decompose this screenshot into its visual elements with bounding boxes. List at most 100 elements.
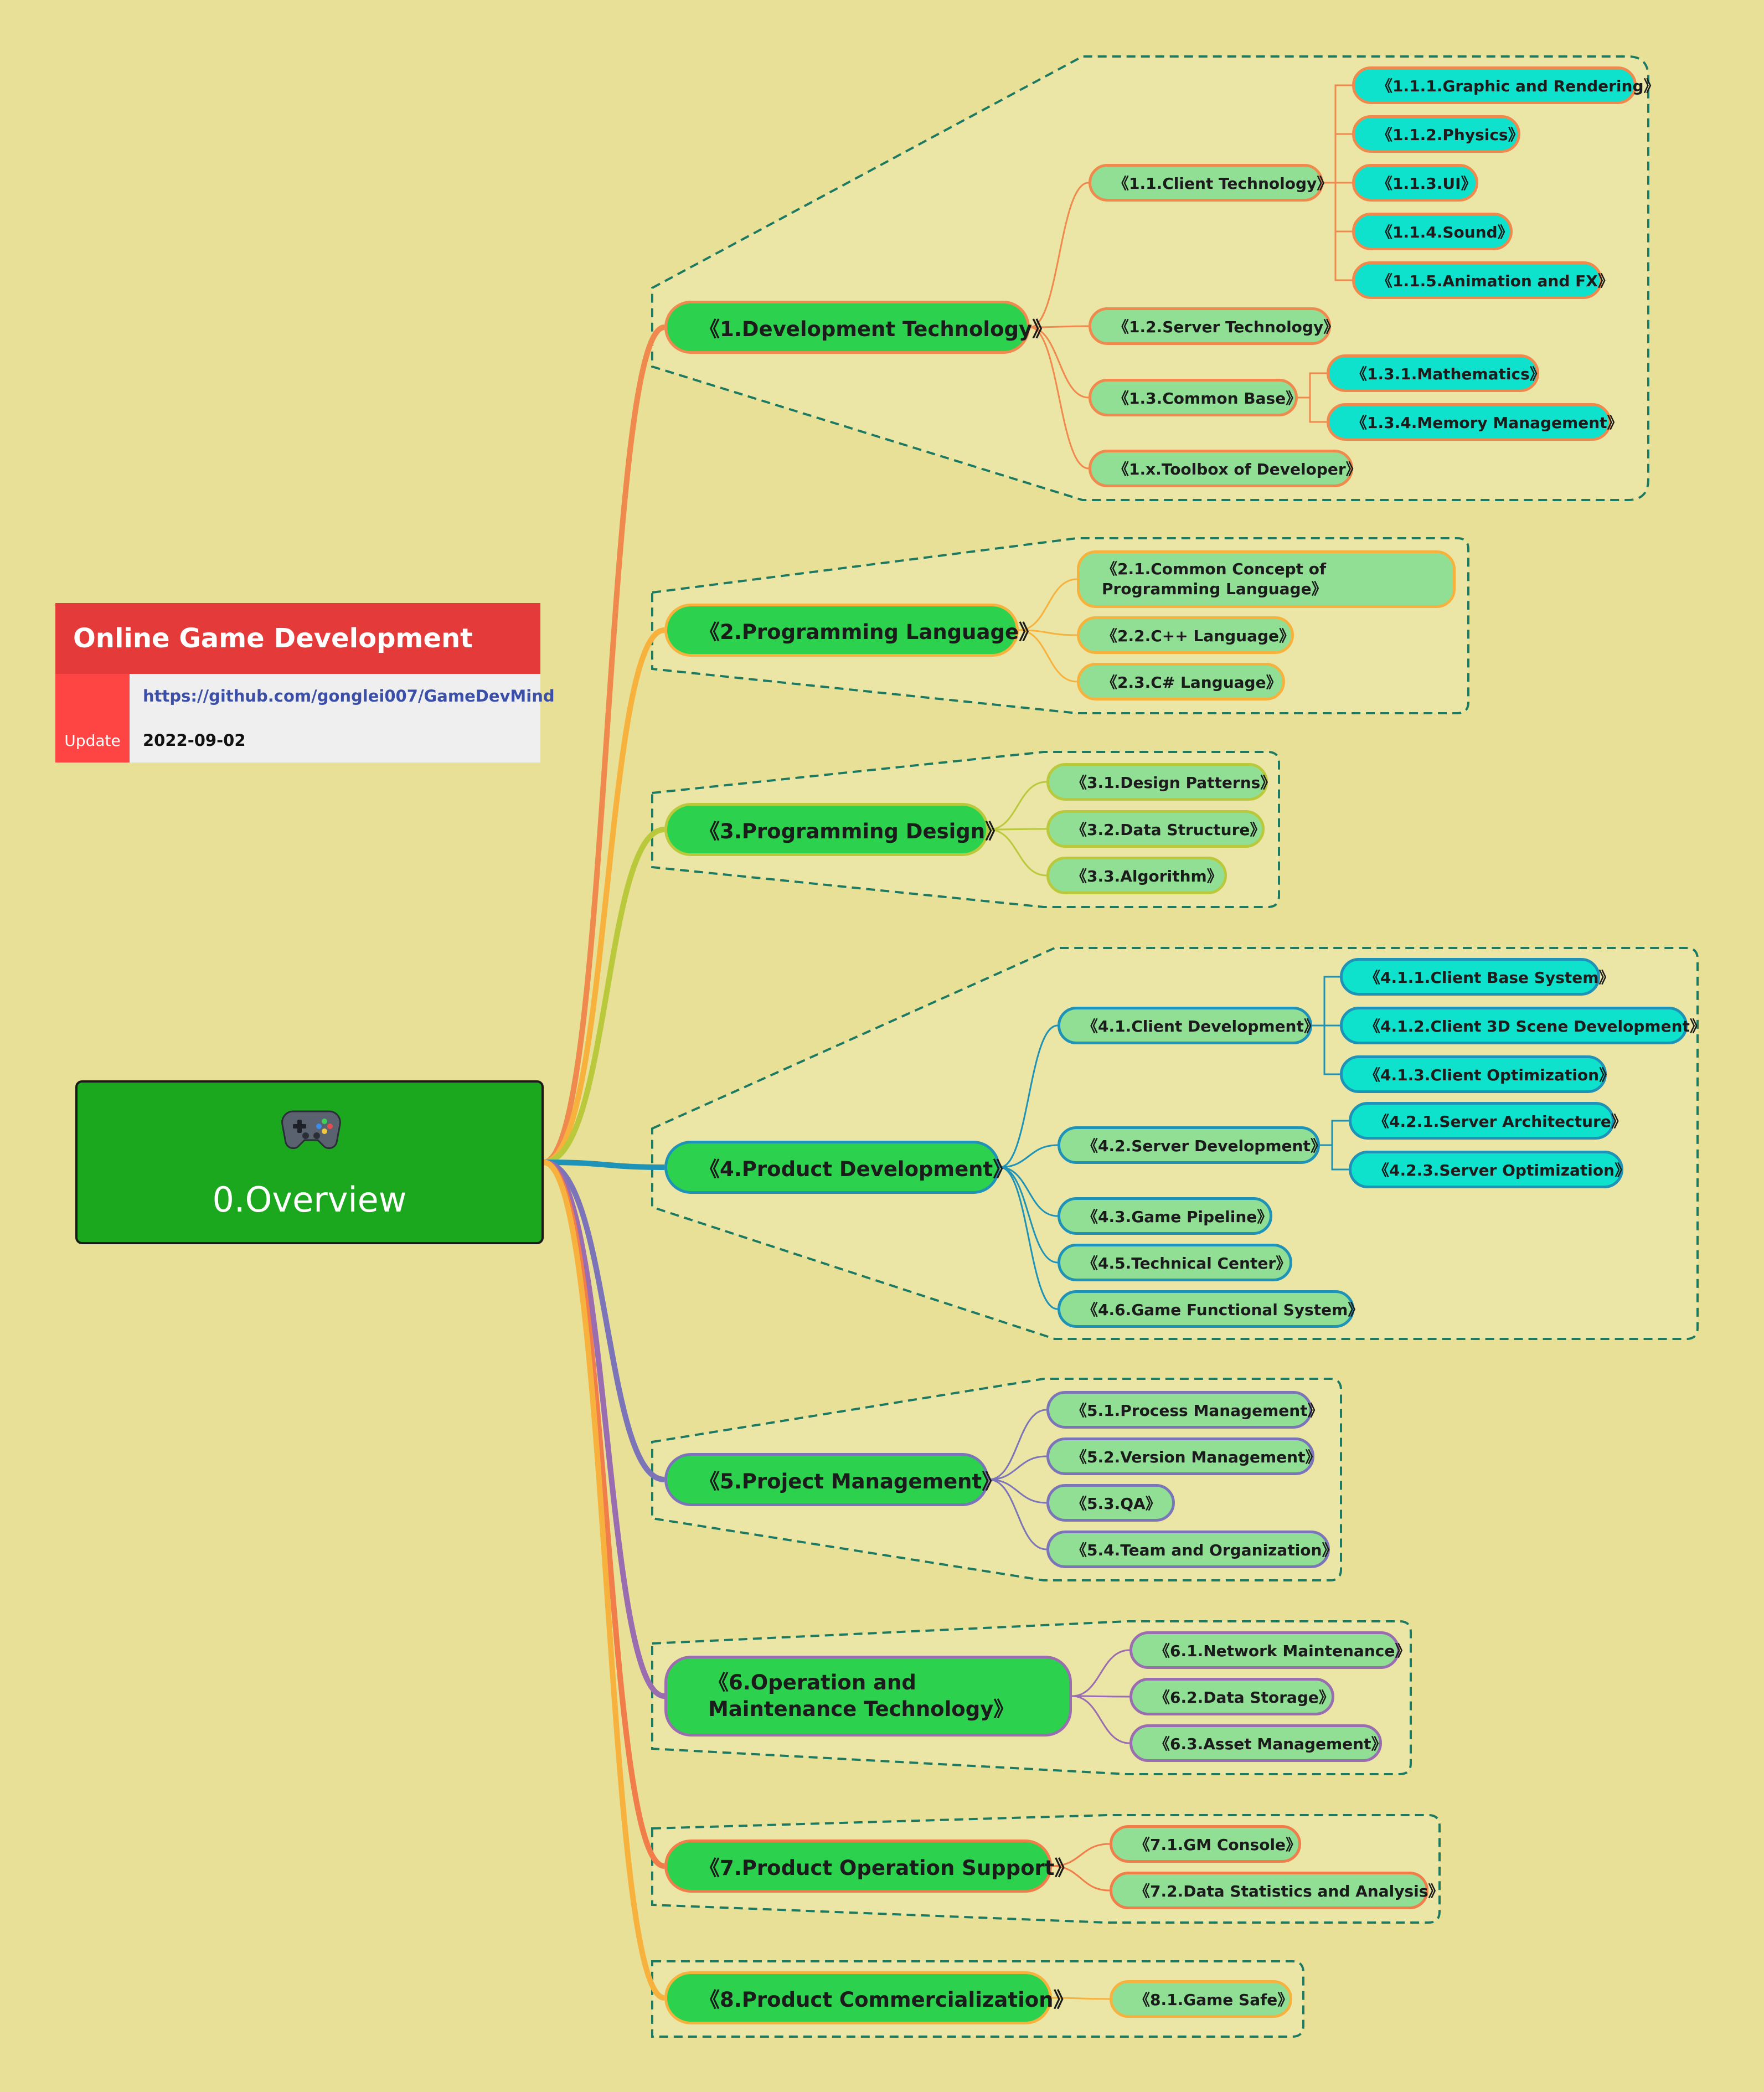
branch-connector-6: [543, 1160, 665, 1699]
node-label: 《1.1.5.Animation and FX》: [1377, 272, 1613, 290]
subtopic-1-3-4-memory-management[interactable]: 《1.3.4.Memory Management》: [1327, 403, 1623, 441]
subtopic-1-1-5-animation-and-fx[interactable]: 《1.1.5.Animation and FX》: [1352, 261, 1613, 299]
sub-connector-1-1: [1029, 182, 1089, 328]
topic-5-3-qa[interactable]: 《5.3.QA》: [1046, 1484, 1175, 1522]
node-label: 《1.Development Technology》: [699, 317, 1053, 341]
topic-4-1-client-development[interactable]: 《4.1.Client Development》: [1058, 1007, 1319, 1044]
root-node[interactable]: 0.Overview: [75, 1080, 544, 1244]
info-panel-title: Online Game Development: [55, 603, 540, 674]
node-label: 《3.2.Data Structure》: [1071, 821, 1266, 839]
node-label: 《1.2.Server Technology》: [1113, 318, 1339, 336]
leaf-connector-1-1-1: [1323, 84, 1352, 184]
node-label: 《2.2.C++ Language》: [1102, 627, 1295, 645]
topic-4-3-game-pipeline[interactable]: 《4.3.Game Pipeline》: [1058, 1197, 1272, 1235]
sub-connector-1-4: [1029, 326, 1089, 470]
topic-5-1-process-management[interactable]: 《5.1.Process Management》: [1046, 1391, 1323, 1429]
node-label: 《2.1.Common Concept of Programming Langu…: [1102, 559, 1327, 598]
topic-4-6-game-functional-system[interactable]: 《4.6.Game Functional System》: [1058, 1290, 1363, 1328]
subtopic-4-1-1-client-base-system[interactable]: 《4.1.1.Client Base System》: [1340, 958, 1614, 996]
subtopic-1-1-1-graphic-and-rendering[interactable]: 《1.1.1.Graphic and Rendering》: [1352, 66, 1659, 104]
node-label: 《1.1.Client Technology》: [1113, 174, 1333, 193]
info-row-update: Update 2022-09-02: [55, 718, 540, 762]
topic-3-2-data-structure[interactable]: 《3.2.Data Structure》: [1046, 810, 1265, 848]
repo-link[interactable]: https://github.com/gonglei007/GameDevMin…: [143, 687, 555, 705]
branch-6-operation-and-maintenance-technology[interactable]: 《6.Operation and Maintenance Technology》: [664, 1656, 1072, 1737]
subtopic-1-1-3-ui[interactable]: 《1.1.3.UI》: [1352, 164, 1478, 202]
update-date: 2022-09-02: [143, 731, 246, 750]
node-label: 《3.Programming Design》: [699, 820, 1006, 843]
sub-connector-6-2: [1071, 1695, 1130, 1698]
subtopic-1-1-2-physics[interactable]: 《1.1.2.Physics》: [1352, 115, 1524, 153]
branch-connector-5: [543, 1160, 665, 1482]
topic-2-3-c-language[interactable]: 《2.3.C# Language》: [1077, 663, 1285, 700]
topic-1-1-client-technology[interactable]: 《1.1.Client Technology》: [1089, 164, 1332, 202]
node-label: 《2.3.C# Language》: [1102, 673, 1282, 692]
node-label: 《3.1.Design Patterns》: [1071, 774, 1276, 792]
gamepad-icon: [281, 1110, 341, 1150]
branch-connector-2: [543, 627, 665, 1165]
info-panel: Online Game Development https://github.c…: [55, 603, 555, 762]
topic-3-3-algorithm[interactable]: 《3.3.Algorithm》: [1046, 857, 1227, 894]
node-label: 《4.2.Server Development》: [1082, 1137, 1326, 1155]
subtopic-1-3-1-mathematics[interactable]: 《1.3.1.Mathematics》: [1327, 354, 1545, 392]
topic-1-3-common-base[interactable]: 《1.3.Common Base》: [1089, 379, 1302, 416]
node-label: 《6.3.Asset Management》: [1154, 1735, 1387, 1753]
topic-5-4-team-and-organization[interactable]: 《5.4.Team and Organization》: [1046, 1531, 1337, 1568]
node-label: 《4.1.3.Client Optimization》: [1365, 1066, 1615, 1084]
node-label: 《5.4.Team and Organization》: [1071, 1541, 1338, 1559]
node-label: 《2.Programming Language》: [699, 620, 1040, 644]
topic-2-1-common-concept-of-programming-language[interactable]: 《2.1.Common Concept of Programming Langu…: [1077, 550, 1456, 608]
branch-4-product-development[interactable]: 《4.Product Development》: [664, 1141, 1013, 1194]
subtopic-4-2-1-server-architecture[interactable]: 《4.2.1.Server Architecture》: [1349, 1102, 1627, 1140]
topic-2-2-c-language[interactable]: 《2.2.C++ Language》: [1077, 616, 1294, 654]
sub-connector-4-5: [999, 1166, 1058, 1310]
topic-6-1-network-maintenance[interactable]: 《6.1.Network Maintenance》: [1129, 1631, 1410, 1669]
sub-connector-6-3: [1071, 1695, 1130, 1744]
node-label: 《1.x.Toolbox of Developer》: [1113, 460, 1361, 478]
node-label: 《4.2.3.Server Optimization》: [1374, 1161, 1631, 1179]
node-label: 《8.1.Game Safe》: [1134, 1991, 1293, 2009]
branch-8-product-commercialization[interactable]: 《8.Product Commercialization》: [664, 1971, 1074, 2024]
node-label: 《7.Product Operation Support》: [699, 1856, 1075, 1880]
topic-5-2-version-management[interactable]: 《5.2.Version Management》: [1046, 1437, 1321, 1475]
node-label: 《6.1.Network Maintenance》: [1154, 1642, 1411, 1660]
branch-connector-7: [543, 1160, 666, 1869]
topic-7-1-gm-console[interactable]: 《7.1.GM Console》: [1110, 1825, 1301, 1863]
branch-connector-4: [543, 1160, 665, 1170]
branch-2-programming-language[interactable]: 《2.Programming Language》: [664, 604, 1039, 657]
node-label: 《6.Operation and Maintenance Technology》: [708, 1670, 1014, 1721]
topic-8-1-game-safe[interactable]: 《8.1.Game Safe》: [1110, 1980, 1293, 2018]
node-label: 《7.1.GM Console》: [1134, 1836, 1302, 1854]
subtopic-1-1-4-sound[interactable]: 《1.1.4.Sound》: [1352, 213, 1513, 250]
node-label: 《7.2.Data Statistics and Analysis》: [1134, 1882, 1444, 1900]
node-label: 《4.Product Development》: [699, 1157, 1014, 1181]
subtopic-4-1-2-client-3d-scene-development[interactable]: 《4.1.2.Client 3D Scene Development》: [1340, 1007, 1705, 1044]
topic-4-5-technical-center[interactable]: 《4.5.Technical Center》: [1058, 1244, 1292, 1281]
node-label: 《4.3.Game Pipeline》: [1082, 1208, 1273, 1226]
branch-3-programming-design[interactable]: 《3.Programming Design》: [664, 803, 1005, 856]
topic-1-x-toolbox-of-developer[interactable]: 《1.x.Toolbox of Developer》: [1089, 450, 1361, 487]
topic-3-1-design-patterns[interactable]: 《3.1.Design Patterns》: [1046, 763, 1276, 801]
node-label: 《1.1.1.Graphic and Rendering》: [1377, 77, 1659, 95]
branch-5-project-management[interactable]: 《5.Project Management》: [664, 1453, 1002, 1506]
subtopic-4-1-3-client-optimization[interactable]: 《4.1.3.Client Optimization》: [1340, 1055, 1615, 1093]
topic-1-2-server-technology[interactable]: 《1.2.Server Technology》: [1089, 307, 1339, 345]
topic-4-2-server-development[interactable]: 《4.2.Server Development》: [1058, 1126, 1326, 1164]
node-label: 《1.3.Common Base》: [1113, 389, 1302, 408]
topic-6-2-data-storage[interactable]: 《6.2.Data Storage》: [1129, 1678, 1334, 1715]
root-title: 0.Overview: [212, 1179, 407, 1220]
leaf-connector-1-1-5: [1323, 182, 1352, 281]
leaf-connector-1-3-2: [1298, 396, 1327, 423]
branch-1-development-technology[interactable]: 《1.Development Technology》: [664, 301, 1053, 354]
node-label: 《1.1.4.Sound》: [1377, 223, 1513, 241]
info-key-blank: [55, 674, 130, 718]
sub-connector-6-1: [1071, 1649, 1130, 1697]
topic-7-2-data-statistics-and-analysis[interactable]: 《7.2.Data Statistics and Analysis》: [1110, 1872, 1443, 1909]
node-label: 《4.1.Client Development》: [1082, 1017, 1319, 1035]
branch-7-product-operation-support[interactable]: 《7.Product Operation Support》: [664, 1839, 1075, 1893]
topic-6-3-asset-management[interactable]: 《6.3.Asset Management》: [1129, 1724, 1386, 1762]
subtopic-4-2-3-server-optimization[interactable]: 《4.2.3.Server Optimization》: [1349, 1151, 1630, 1188]
node-label: 《4.5.Technical Center》: [1082, 1254, 1292, 1272]
branch-connector-1: [543, 324, 666, 1165]
